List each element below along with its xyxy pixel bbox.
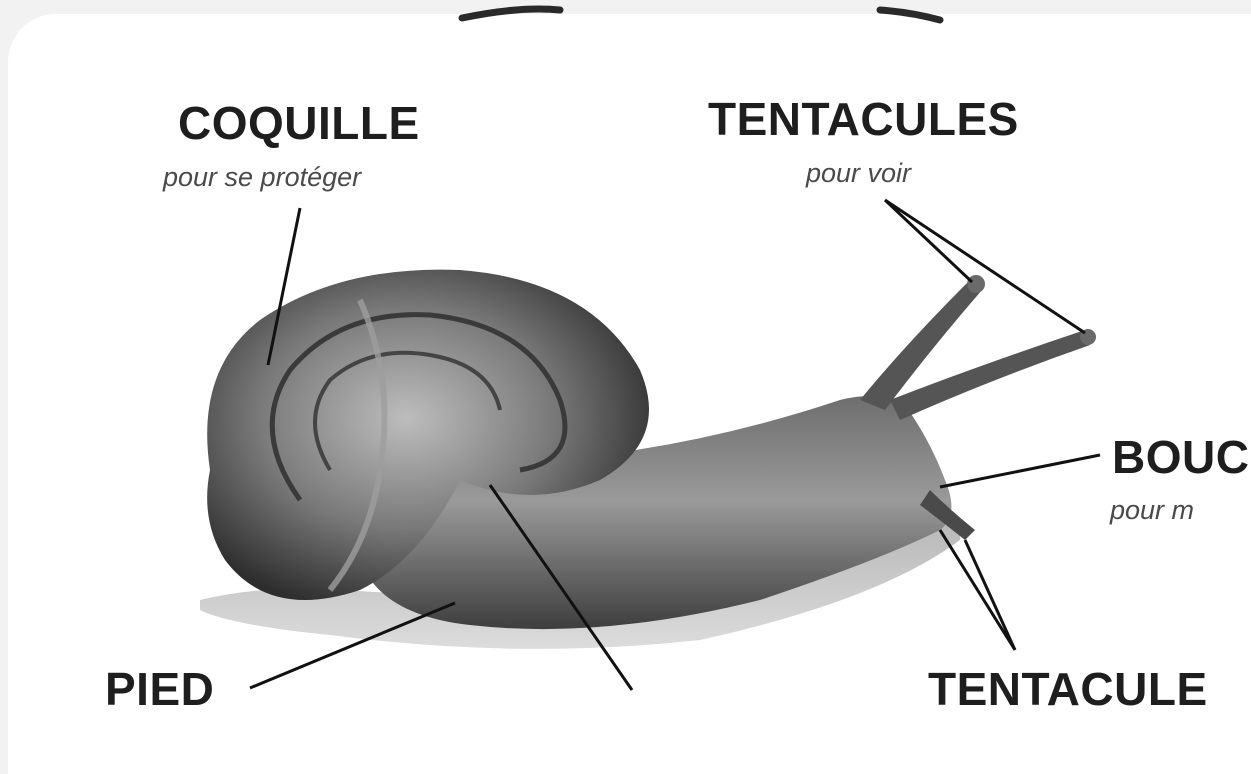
label-coquille-subtitle: pour se protéger (163, 162, 361, 193)
label-tentacules-top-subtitle: pour voir (806, 158, 911, 189)
label-bouche-subtitle: pour m (1110, 495, 1194, 526)
leader-bouche (940, 455, 1100, 487)
label-bouche: BOUC (1112, 430, 1249, 484)
label-tentacules-top: TENTACULES (708, 92, 1019, 146)
label-tentacules-bottom: TENTACULE (928, 662, 1208, 716)
label-coquille: COQUILLE (178, 96, 420, 150)
leader-tentacules-bottom-1 (940, 530, 1015, 650)
leader-tentacules-bottom-2 (965, 540, 1015, 650)
leader-tentacules-1 (885, 200, 972, 282)
leader-tentacules-2 (885, 200, 1085, 333)
upper-tentacle-left-tip (967, 275, 985, 293)
label-pied: PIED (105, 662, 214, 716)
